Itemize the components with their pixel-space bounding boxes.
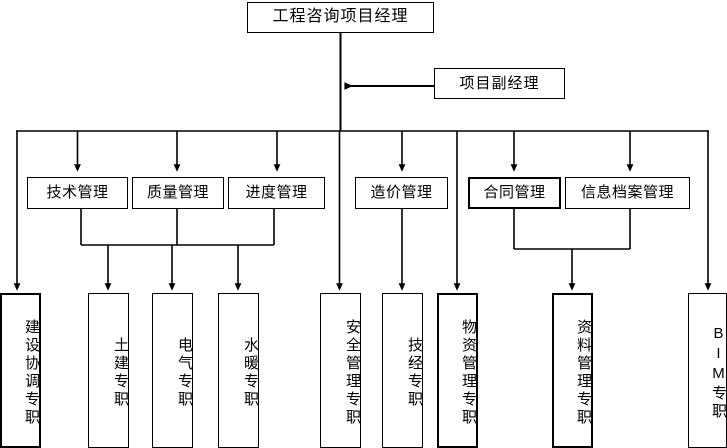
node-materials-management-staff[interactable]: 物资管理专职 [437, 293, 478, 448]
node-safety-management-staff[interactable]: 安全管理专职 [320, 293, 361, 448]
node-technical-economics-staff[interactable]: 技经专职 [382, 293, 423, 448]
node-quality-management[interactable]: 质量管理 [132, 177, 224, 209]
node-hvac-staff[interactable]: 水暖专职 [218, 293, 259, 448]
node-schedule-management[interactable]: 进度管理 [228, 177, 325, 209]
node-deputy-project-manager[interactable]: 项目副经理 [434, 68, 565, 99]
node-civil-staff[interactable]: 土建专职 [88, 293, 129, 448]
node-documentation-management-staff[interactable]: 资料管理专职 [552, 293, 593, 448]
node-contract-management[interactable]: 合同管理 [468, 177, 561, 209]
node-construction-coordination-staff[interactable]: 建设协调专职 [0, 293, 41, 448]
node-archive-management[interactable]: 信息档案管理 [565, 177, 690, 209]
node-bim-staff[interactable]: BIM专职 [688, 293, 727, 448]
node-project-manager[interactable]: 工程咨询项目经理 [247, 2, 434, 33]
node-cost-management[interactable]: 造价管理 [355, 177, 448, 209]
node-electrical-staff[interactable]: 电气专职 [152, 293, 193, 448]
node-tech-management[interactable]: 技术管理 [27, 177, 128, 209]
